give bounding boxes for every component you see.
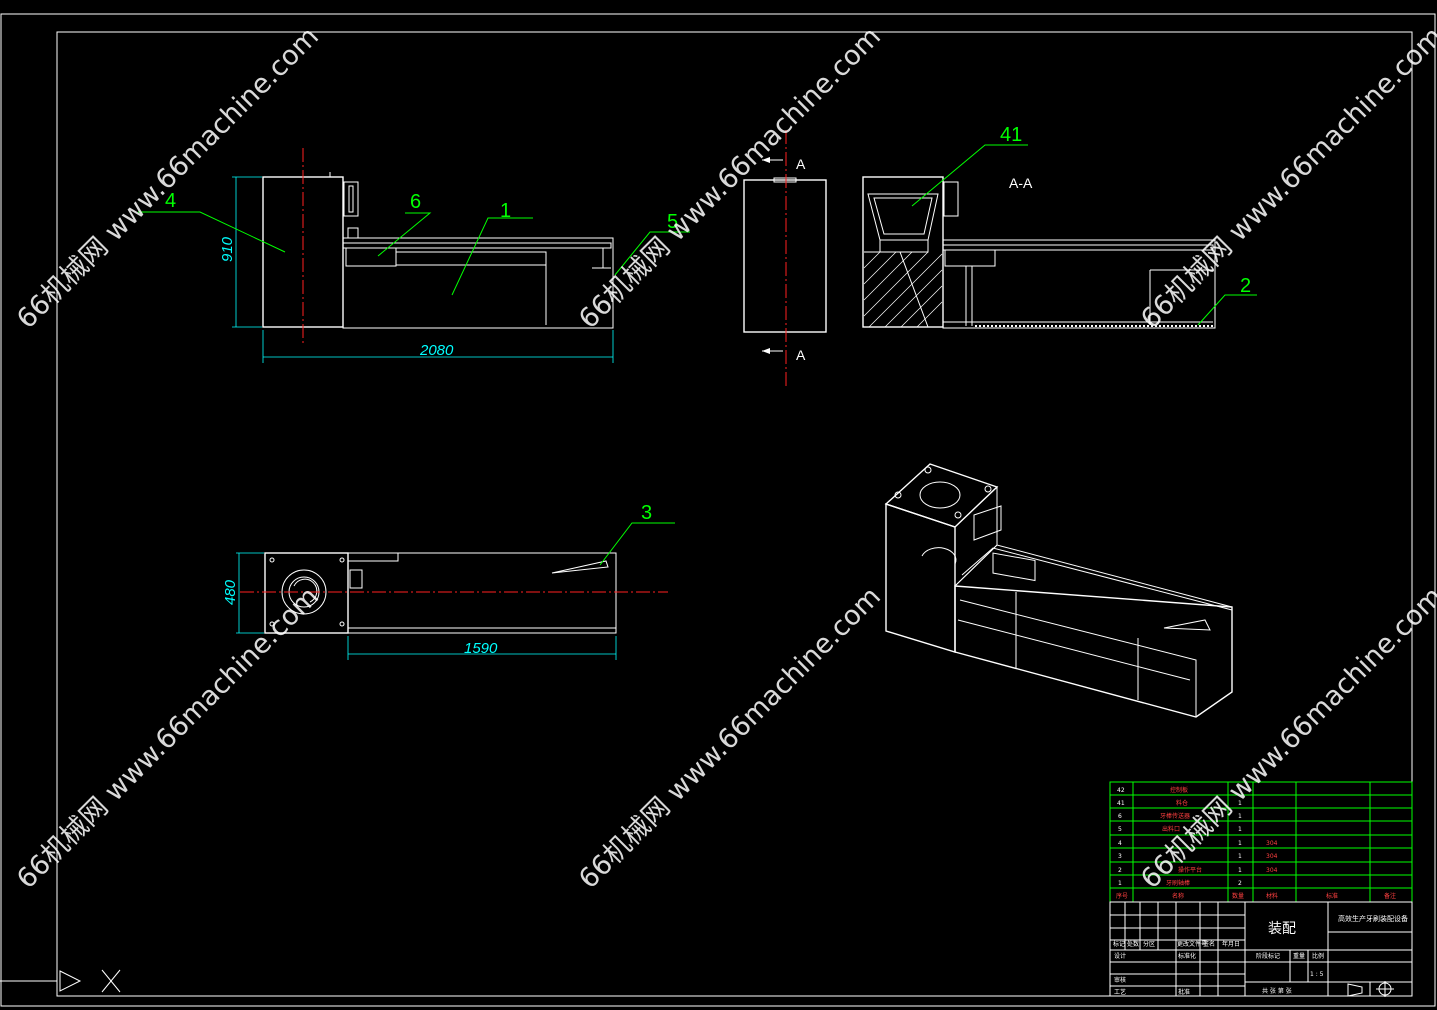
bom-table [1109,781,1413,903]
bom-qty: 1 [1238,867,1242,874]
dimension-plan-length: 1590 [464,640,498,657]
bom-no: 41 [1117,800,1125,807]
part-label-1: 1 [500,200,511,222]
isometric-view [884,463,1233,718]
bom-name: 操作平台 [1178,866,1202,874]
tb-sign: 标准化 [1178,952,1196,960]
scale: 1 : 5 [1310,971,1324,978]
tb-sign: 审核 [1114,976,1126,984]
bom-name: 控制板 [1170,786,1188,794]
title-block [1109,901,1413,997]
part-label-41: 41 [1000,124,1022,146]
bom-header: 名称 [1172,892,1184,900]
direction-arrow-icon [59,970,82,992]
bom-no: 42 [1117,787,1125,794]
watermark: 66机械网 www.66machine.com [11,581,325,895]
bom-qty: 1 [1238,840,1242,847]
tb-label: 更改文件号 [1177,940,1207,948]
front-view [138,148,690,363]
part-label-2: 2 [1240,275,1251,297]
bom-rows: 42 控制板 41 料仓 1 6 牙棒传送器 1 5 出料口 1 4 1 304… [1116,786,1396,900]
bom-material: 304 [1266,867,1278,874]
bom-header: 数量 [1232,892,1244,900]
bom-qty: 2 [1238,880,1242,887]
bom-no: 1 [1118,880,1122,887]
watermark: 66机械网 www.66machine.com [11,21,325,335]
dimension-length: 2080 [419,342,454,359]
tb-label: 签名 [1203,940,1215,948]
watermarks: 66机械网 www.66machine.com 66机械网 www.66mach… [11,21,1437,895]
bom-header: 序号 [1116,892,1128,900]
tb-stage: 比例 [1312,952,1324,960]
inner-border [56,31,1413,997]
watermark: 66机械网 www.66machine.com [1135,21,1437,335]
sheet-count: 共 张 第 张 [1262,987,1292,995]
section-marker-top: A [796,156,806,172]
part-label-4: 4 [165,190,176,212]
bom-qty: 1 [1238,853,1242,860]
tb-label: 年月日 [1222,940,1240,948]
bom-material: 304 [1266,853,1278,860]
part-label-3: 3 [641,502,652,524]
part-label-5: 5 [667,211,678,233]
section-title: A-A [1009,175,1033,191]
part-label-6: 6 [410,191,421,213]
bom-name: 料仓 [1176,799,1188,807]
bom-name: 牙棒传送器 [1160,812,1190,820]
projection-symbol-icon [1347,983,1363,997]
tb-stage: 阶段标记 [1256,952,1280,960]
tb-stage: 重量 [1293,952,1305,960]
side-view [743,130,827,388]
bom-name: 出料口 [1162,825,1180,833]
bom-name: 牙刷轴棒 [1166,879,1190,887]
bom-qty: 1 [1238,800,1242,807]
bom-no: 6 [1118,813,1122,820]
watermark: 66机械网 www.66machine.com [573,581,887,895]
tb-label: 标记 [1113,940,1125,948]
bom-material: 304 [1266,840,1278,847]
bom-no: 4 [1118,840,1122,847]
tb-sign: 批准 [1178,988,1190,996]
bom-header: 材料 [1266,892,1278,900]
bom-header: 备注 [1384,892,1396,900]
drawing-name: 装配 [1268,921,1296,937]
bom-no: 5 [1118,826,1122,833]
product-name: 高效生产牙刷装配设备 [1338,914,1408,923]
section-marker-bottom: A [796,347,806,363]
watermark: 66机械网 www.66machine.com [573,21,887,335]
outer-border [0,13,1436,1007]
bom-header: 标准 [1326,892,1338,900]
tb-label: 处数 [1127,940,1139,948]
watermark: 66机械网 www.66machine.com [1135,581,1437,895]
bom-qty: 1 [1238,826,1242,833]
tb-label: 分区 [1143,940,1155,948]
plan-view [236,522,675,660]
bom-no: 3 [1118,853,1122,860]
dimension-width: 480 [222,579,239,605]
tb-sign: 设计 [1114,952,1126,960]
tb-sign: 工艺 [1114,988,1126,996]
bom-qty: 1 [1238,813,1242,820]
bom-no: 2 [1118,867,1122,874]
section-view [862,144,1257,329]
dimension-height: 910 [219,236,236,262]
